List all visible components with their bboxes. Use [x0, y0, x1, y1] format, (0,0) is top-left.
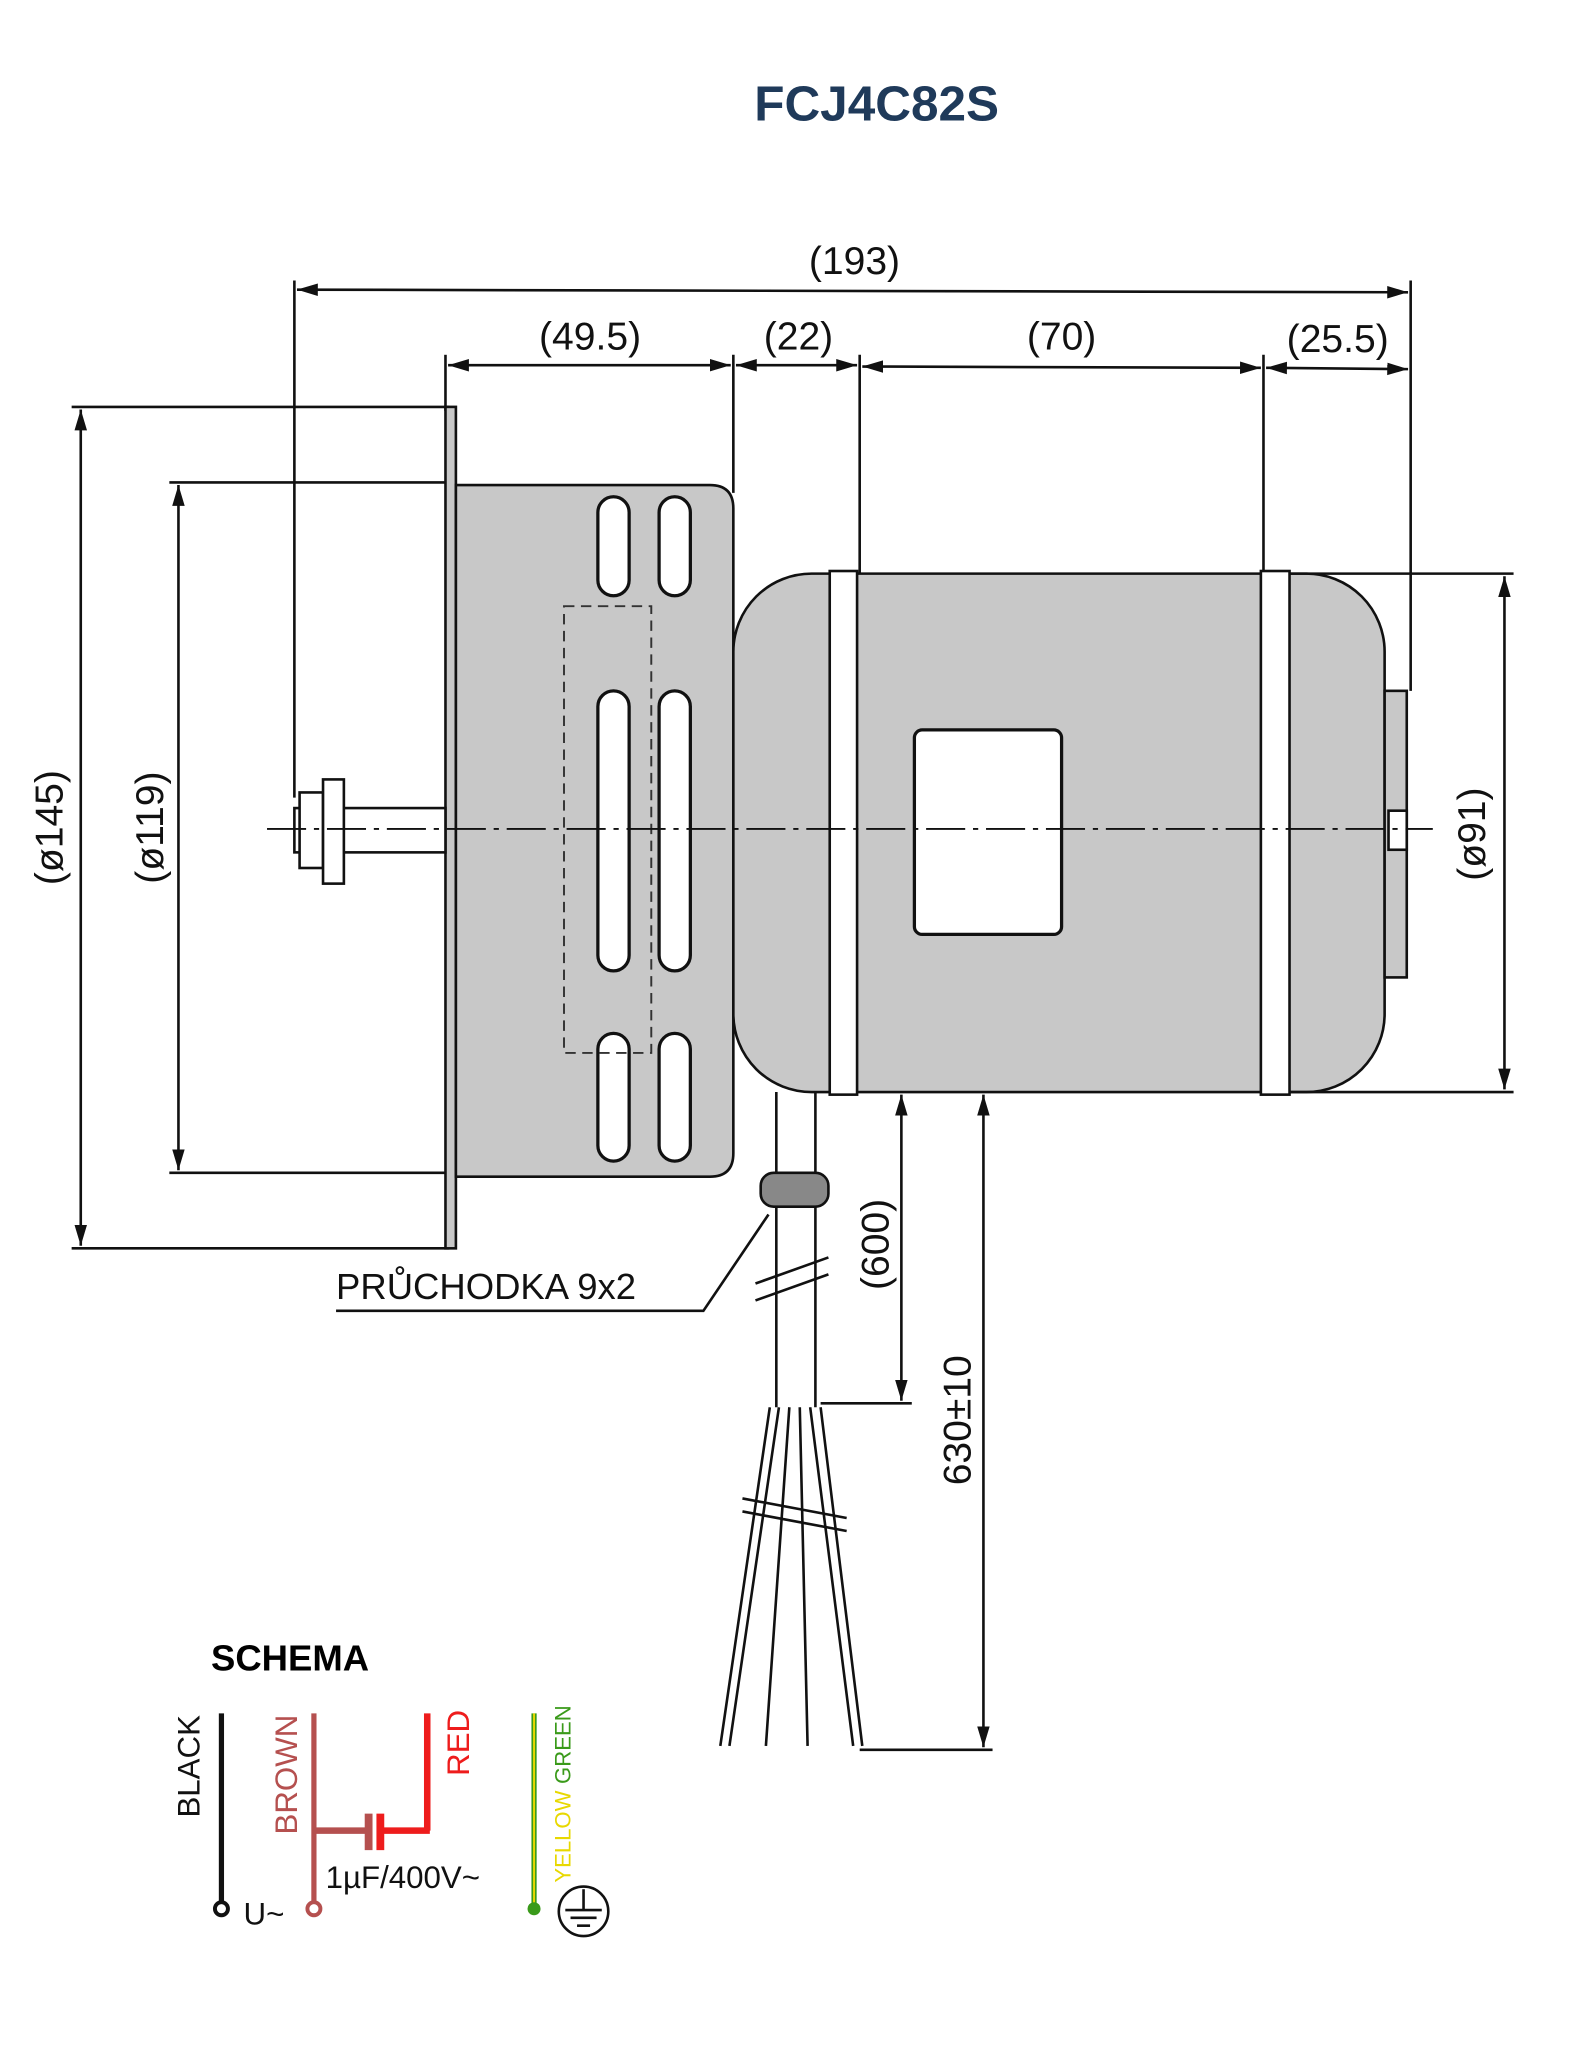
wiring-schema: SCHEMA BLACK BROWN RED YELLOWGREEN U~ 1µ… [171, 1637, 610, 1938]
dim-overall-length: (193) [809, 240, 900, 283]
dim-body-section: (70) [1027, 316, 1096, 359]
left-dimension-lines [71, 405, 456, 1250]
dim-neck-section: (22) [764, 316, 833, 359]
grommet-label: PRŮCHODKA 9x2 [336, 1265, 636, 1307]
supply-label: U~ [244, 1896, 285, 1931]
mounting-bracket [444, 405, 735, 1250]
wire-label-black: BLACK [171, 1715, 206, 1818]
top-dimension-lines [293, 280, 1412, 798]
dim-flange-section: (49.5) [539, 316, 641, 359]
motor-shaft [293, 778, 1409, 885]
ground-icon [557, 1885, 610, 1938]
motor-body [732, 569, 1409, 1096]
dim-body-diameter: (ø91) [1451, 787, 1494, 880]
dim-cable-total-length: 630±10 [936, 1355, 979, 1485]
dim-cable-sheath-length: (600) [854, 1199, 897, 1290]
cable-dimension-lines [820, 1094, 993, 1752]
wire-label-red: RED [441, 1710, 476, 1776]
schema-heading: SCHEMA [211, 1637, 369, 1678]
dim-end-section: (25.5) [1287, 318, 1389, 361]
page-title: FCJ4C82S [754, 76, 999, 131]
cable [719, 1092, 864, 1747]
right-dimension-lines [1289, 572, 1514, 1094]
dim-flange-diameter: (ø145) [29, 770, 72, 885]
capacitor-label: 1µF/400V~ [326, 1860, 480, 1895]
grommet-leader-line [336, 1213, 770, 1313]
wire-label-brown: BROWN [269, 1715, 304, 1835]
dim-bolt-circle-diameter: (ø119) [129, 772, 172, 884]
wire-label-yellow-green: YELLOWGREEN [551, 1705, 576, 1882]
